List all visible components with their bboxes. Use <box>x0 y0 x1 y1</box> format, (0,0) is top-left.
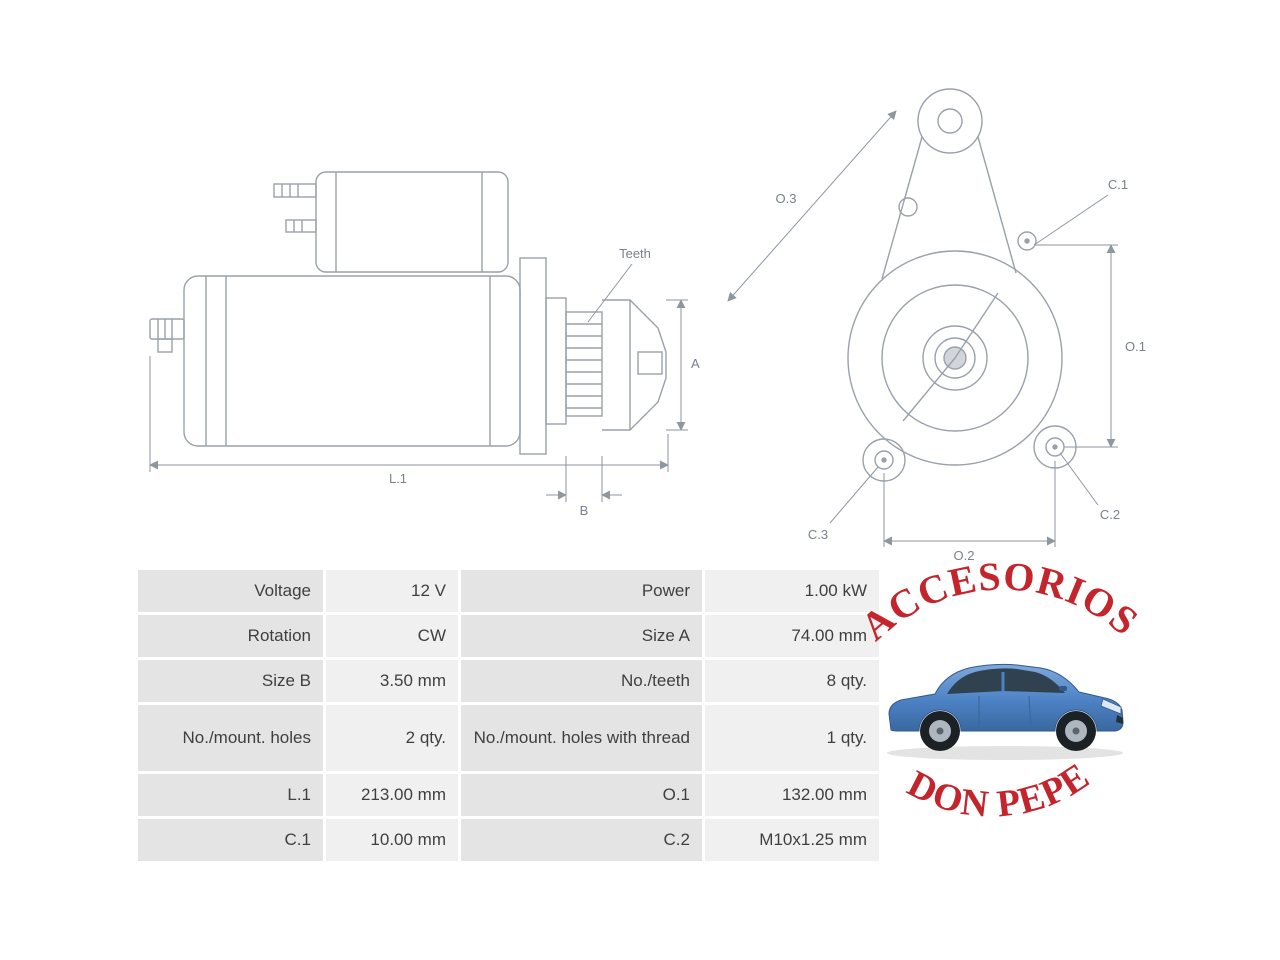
spec-label-cell: No./mount. holes <box>138 705 323 771</box>
spec-value-cell: CW <box>326 615 458 657</box>
front-view-dimensions: O.3 C.1 O.1 C.3 C.2 O.2 <box>727 110 1146 563</box>
spec-value-cell: 2 qty. <box>326 705 458 771</box>
car-rear-wheel <box>920 711 960 751</box>
spec-label-cell: No./teeth <box>461 660 702 702</box>
drive-end-housing <box>519 257 567 455</box>
hole-center-mark <box>1024 238 1030 244</box>
car-mirror <box>1059 686 1067 691</box>
nose-cone <box>602 299 667 431</box>
teeth-dimension-label: Teeth <box>619 246 651 261</box>
car-door-lines <box>978 695 1032 729</box>
car-grille <box>1116 715 1123 724</box>
spec-value-cell: 12 V <box>326 570 458 612</box>
size-b-dimension-label: B <box>580 503 589 518</box>
hole-center-mark <box>1052 444 1058 450</box>
car-shadow <box>887 746 1123 760</box>
solenoid <box>273 171 509 273</box>
brand-bottom-textpath: DON PEPE <box>901 755 1096 826</box>
spec-value-cell: 132.00 mm <box>705 774 879 816</box>
spec-table: Voltage 12 V Power 1.00 kW Rotation CW S… <box>138 570 879 861</box>
o1-dimension-label: O.1 <box>1125 339 1146 354</box>
starter-side-view-drawing: Teeth A L.1 B <box>149 171 700 518</box>
car-windows <box>947 668 1065 694</box>
size-a-dimension-label: A <box>691 356 700 371</box>
spec-value-cell: 10.00 mm <box>326 819 458 861</box>
spec-label-cell: Voltage <box>138 570 323 612</box>
spec-label-cell: O.1 <box>461 774 702 816</box>
hole-center-mark <box>881 457 887 463</box>
spec-value-cell: 213.00 mm <box>326 774 458 816</box>
spec-value-cell: 3.50 mm <box>326 660 458 702</box>
spec-label-cell: Size B <box>138 660 323 702</box>
spec-value-cell: 8 qty. <box>705 660 879 702</box>
spec-label-cell: L.1 <box>138 774 323 816</box>
spec-label-cell: C.1 <box>138 819 323 861</box>
spec-value-cell: 74.00 mm <box>705 615 879 657</box>
brand-top-text: ACCESORIOS <box>852 560 1147 649</box>
c1-dimension-label: C.1 <box>1108 177 1128 192</box>
spec-value-cell: M10x1.25 mm <box>705 819 879 861</box>
c2-dimension-label: C.2 <box>1100 507 1120 522</box>
spec-label-cell: No./mount. holes with thread <box>461 705 702 771</box>
flange-circle <box>847 250 1063 466</box>
c3-dimension-label: C.3 <box>808 527 828 542</box>
l1-dimension-label: L.1 <box>389 471 407 486</box>
car-headlight <box>1100 698 1122 715</box>
spec-label-cell: C.2 <box>461 819 702 861</box>
car-body <box>888 663 1124 732</box>
brand-badge: ACCESORIOS <box>852 560 1147 826</box>
starter-motor-outline <box>149 171 667 455</box>
mounting-hole <box>1017 231 1037 251</box>
spec-value-cell: 1.00 kW <box>705 570 879 612</box>
mounting-flange-outline <box>847 88 1077 482</box>
car-front-wheel <box>1056 711 1096 751</box>
pinion-gear <box>565 311 603 417</box>
gear-housing-bore <box>881 284 1029 432</box>
brand-car-image <box>887 663 1124 760</box>
side-view-dimensions: Teeth A L.1 B <box>149 246 700 518</box>
mounting-hole <box>898 197 918 217</box>
o3-dimension-label: O.3 <box>776 191 797 206</box>
brand-bottom-text: DON PEPE <box>901 755 1097 826</box>
o2-dimension-label: O.2 <box>954 548 975 563</box>
motor-body <box>183 275 521 447</box>
mounting-hole <box>874 450 894 470</box>
spec-label-cell: Rotation <box>138 615 323 657</box>
rear-shaft <box>149 318 185 353</box>
spec-label-cell: Power <box>461 570 702 612</box>
spec-value-cell: 1 qty. <box>705 705 879 771</box>
spec-label-cell: Size A <box>461 615 702 657</box>
brand-top-textpath: ACCESORIOS <box>852 560 1146 649</box>
starter-front-view-drawing: O.3 C.1 O.1 C.3 C.2 O.2 <box>727 88 1146 563</box>
